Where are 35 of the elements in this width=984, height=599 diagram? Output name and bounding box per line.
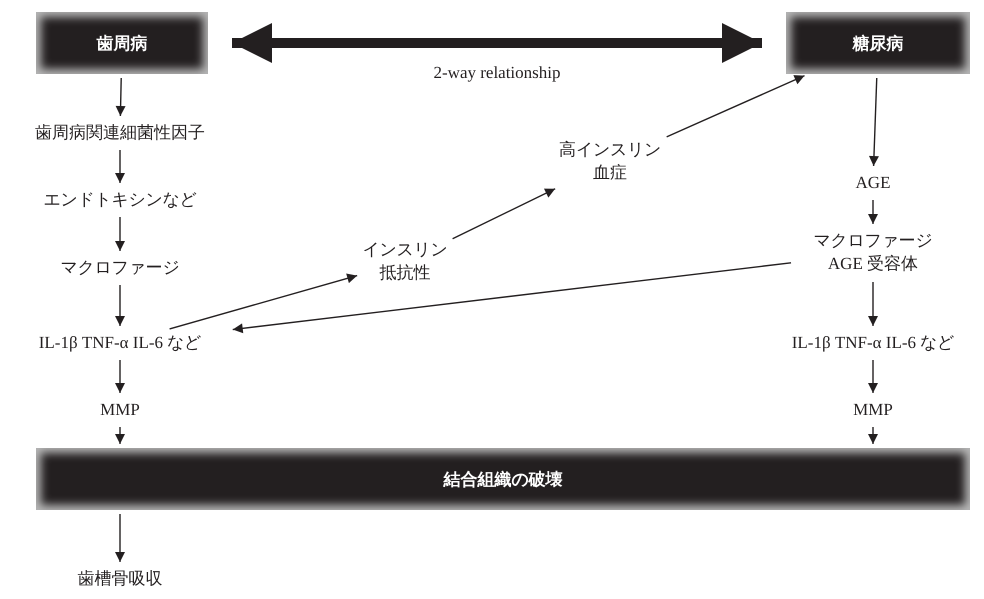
arrow: [868, 282, 878, 326]
box-label: 歯周病: [96, 32, 148, 54]
arrow: [115, 285, 125, 326]
node-label: 高インスリン血症: [558, 139, 662, 184]
node-label: IL-1β TNF-α IL-6 など: [38, 332, 202, 354]
title-box: [36, 12, 208, 74]
title-box: [36, 448, 970, 510]
arrow: [232, 262, 792, 334]
arrow: [868, 427, 878, 444]
node-label: MMP: [853, 398, 893, 421]
arrow: [115, 217, 125, 251]
arrow: [868, 78, 879, 166]
arrow: [115, 150, 125, 183]
arrow: [115, 427, 125, 444]
arrow: [116, 78, 126, 116]
arrow: [666, 74, 805, 138]
arrow: [232, 23, 762, 63]
box-label: 糖尿病: [852, 32, 904, 54]
node-label: マクロファージ AGE 受容体: [812, 230, 934, 275]
node-label: エンドトキシンなど: [44, 188, 196, 211]
arrow: [115, 360, 125, 393]
node-label: AGE: [856, 172, 890, 194]
arrow: [115, 514, 125, 562]
arrow: [169, 274, 358, 330]
arrow: [868, 200, 878, 224]
node-label: 歯周病関連細菌性因子: [35, 122, 205, 144]
title-box: [786, 12, 970, 74]
node-label: マクロファージ: [60, 256, 180, 279]
arrow: [868, 360, 878, 393]
node-label: MMP: [100, 398, 140, 421]
node-label: IL-1β TNF-α IL-6 など: [792, 332, 954, 354]
arrow: [452, 188, 556, 240]
box-label: 結合組織の破壊: [444, 468, 562, 490]
node-label: インスリン抵抗性: [362, 239, 448, 284]
node-label: 歯槽骨吸収: [78, 568, 162, 590]
